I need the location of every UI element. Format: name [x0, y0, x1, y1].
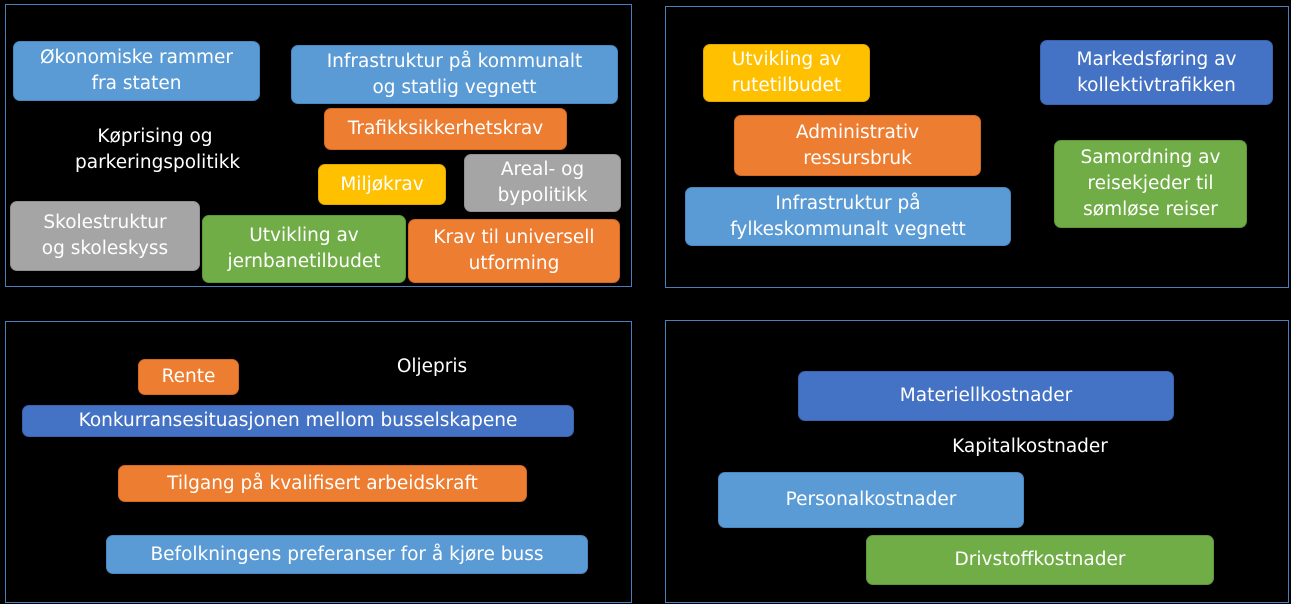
box-trafikksikkerhetskrav: Trafikksikkerhetskrav	[324, 108, 567, 150]
box-rente: Rente	[138, 359, 239, 395]
box-befolkningens-preferanser: Befolkningens preferanser for å kjøre bu…	[106, 535, 588, 574]
box-utvikling-rutetilbudet: Utvikling av rutetilbudet	[703, 44, 870, 102]
box-konkurransesituasjonen: Konkurransesituasjonen mellom busselskap…	[22, 405, 574, 437]
box-infrastruktur-kommunalt-statlig: Infrastruktur på kommunalt og statlig ve…	[291, 45, 618, 104]
box-personalkostnader: Personalkostnader	[718, 472, 1024, 528]
box-administrativ-ressursbruk: Administrativ ressursbruk	[734, 115, 981, 176]
box-materiellkostnader: Materiellkostnader	[798, 371, 1174, 421]
text-koprising-parkeringspolitikk: Køprising og parkeringspolitikk	[75, 126, 241, 173]
box-miljokrav: Miljøkrav	[318, 164, 446, 205]
box-utvikling-jernbanetilbudet: Utvikling av jernbanetilbudet	[202, 215, 406, 283]
box-markedsforing-kollektivtrafikken: Markedsføring av kollektivtrafikken	[1040, 40, 1273, 105]
box-drivstoffkostnader: Drivstoffkostnader	[866, 535, 1214, 585]
box-infrastruktur-fylkeskommunalt: Infrastruktur på fylkeskommunalt vegnett	[685, 187, 1011, 246]
box-areal-bypolitikk: Areal- og bypolitikk	[464, 154, 621, 212]
box-krav-universell-utforming: Krav til universell utforming	[408, 219, 620, 283]
box-okonomiske-rammer: Økonomiske rammer fra staten	[13, 41, 260, 101]
box-skolestruktur-skoleskyss: Skolestruktur og skoleskyss	[10, 201, 200, 271]
text-kapitalkostnader: Kapitalkostnader	[952, 436, 1108, 457]
text-oljepris: Oljepris	[396, 356, 468, 377]
box-tilgang-arbeidskraft: Tilgang på kvalifisert arbeidskraft	[118, 465, 527, 502]
box-samordning-reisekjeder: Samordning av reisekjeder til sømløse re…	[1054, 140, 1247, 228]
